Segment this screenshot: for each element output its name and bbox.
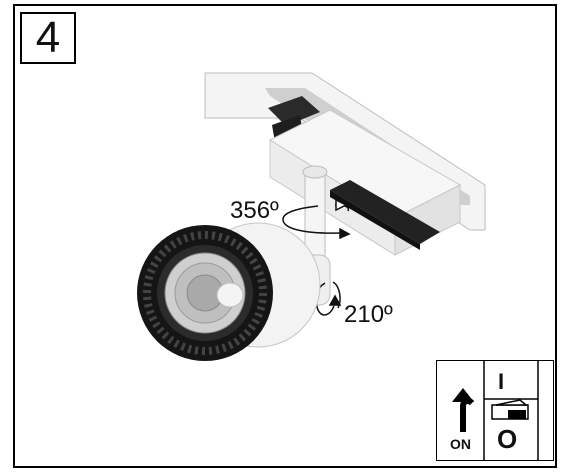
on-label: ON bbox=[450, 436, 471, 452]
vertical-rotation-arrow bbox=[315, 281, 342, 316]
switch-on-symbol: I bbox=[498, 369, 505, 394]
spotlight-head bbox=[137, 222, 321, 361]
step-number-box: 4 bbox=[20, 12, 76, 64]
vertical-rotation-label: 210º bbox=[344, 301, 393, 328]
step-number: 4 bbox=[35, 13, 61, 62]
driver-housing bbox=[268, 109, 462, 256]
horizontal-rotation-arrow bbox=[282, 198, 351, 240]
switch-off-symbol: O bbox=[497, 424, 518, 454]
horizontal-rotation-label: 356º bbox=[230, 197, 279, 224]
